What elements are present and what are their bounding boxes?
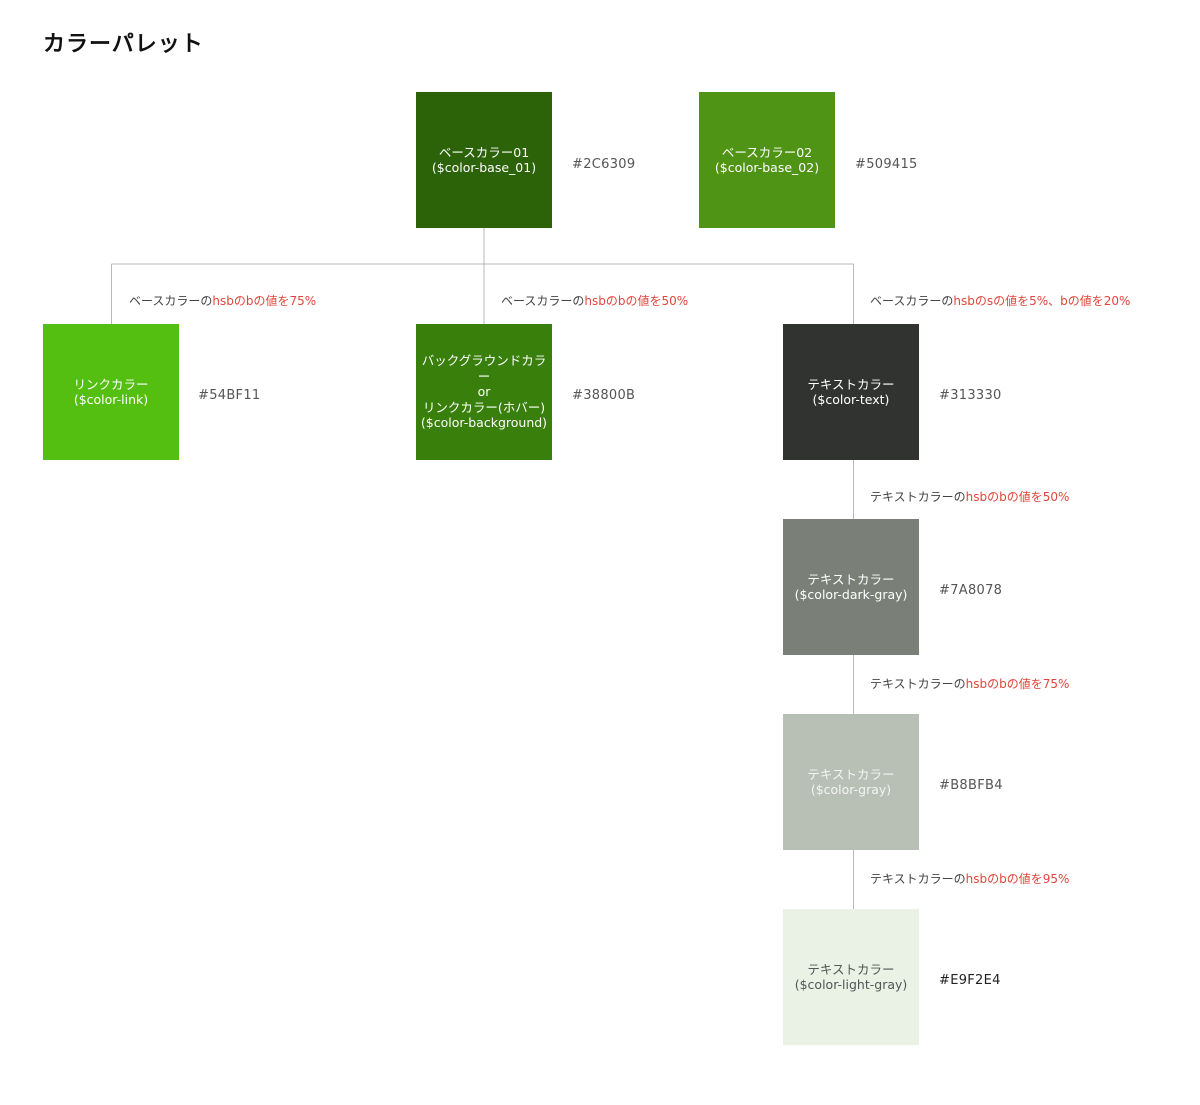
rule-gray-prefix: テキストカラーの [870,677,966,691]
swatch-base-02: ベースカラー02 ($color-base_02) [699,92,835,228]
swatch-dark-gray: テキストカラー ($color-dark-gray) [783,519,919,655]
swatch-dark-gray-label: テキストカラー ($color-dark-gray) [794,571,908,603]
swatch-base-01: ベースカラー01 ($color-base_01) [416,92,552,228]
rule-link-prefix: ベースカラーの [129,294,213,308]
swatch-base-02-label: ベースカラー02 ($color-base_02) [714,144,820,176]
rule-background: ベースカラーのhsbのbの値を50% [501,292,688,309]
rule-link: ベースカラーのhsbのbの値を75% [129,292,316,309]
swatch-light-gray-label: テキストカラー ($color-light-gray) [794,961,908,993]
hex-background: #38800B [572,388,636,403]
rule-background-prefix: ベースカラーの [501,294,585,308]
hex-gray: #B8BFB4 [939,778,1003,793]
hex-base-01: #2C6309 [572,157,636,172]
rule-light-gray: テキストカラーのhsbのbの値を95% [870,870,1069,887]
swatch-background-label: バックグラウンドカラー or リンクカラー(ホバー) ($color-backg… [420,353,548,431]
swatch-text: テキストカラー ($color-text) [783,324,919,460]
rule-light-gray-highlight: hsbのbの値を95% [965,872,1070,886]
swatch-link-label: リンクカラー ($color-link) [73,376,149,408]
swatch-light-gray: テキストカラー ($color-light-gray) [783,909,919,1045]
rule-dark-gray-prefix: テキストカラーの [870,490,966,504]
page-title: カラーパレット [43,32,204,57]
rule-text-highlight: hsbのsの値を5%、bの値を20% [953,294,1131,308]
rule-light-gray-prefix: テキストカラーの [870,872,966,886]
rule-link-highlight: hsbのbの値を75% [212,294,317,308]
rule-background-highlight: hsbのbの値を50% [584,294,689,308]
swatch-link: リンクカラー ($color-link) [43,324,179,460]
rule-text: ベースカラーのhsbのsの値を5%、bの値を20% [870,292,1130,309]
swatch-background: バックグラウンドカラー or リンクカラー(ホバー) ($color-backg… [416,324,552,460]
swatch-gray: テキストカラー ($color-gray) [783,714,919,850]
hex-light-gray: #E9F2E4 [939,973,1001,988]
swatch-base-01-label: ベースカラー01 ($color-base_01) [431,144,537,176]
hex-dark-gray: #7A8078 [939,583,1003,598]
rule-dark-gray: テキストカラーのhsbのbの値を50% [870,488,1069,505]
rule-dark-gray-highlight: hsbのbの値を50% [965,490,1070,504]
rule-gray: テキストカラーのhsbのbの値を75% [870,675,1069,692]
hex-text: #313330 [939,388,1002,403]
hex-link: #54BF11 [198,388,261,403]
swatch-gray-label: テキストカラー ($color-gray) [807,766,895,798]
rule-text-prefix: ベースカラーの [870,294,954,308]
hex-base-02: #509415 [855,157,918,172]
swatch-text-label: テキストカラー ($color-text) [807,376,895,408]
rule-gray-highlight: hsbのbの値を75% [965,677,1070,691]
